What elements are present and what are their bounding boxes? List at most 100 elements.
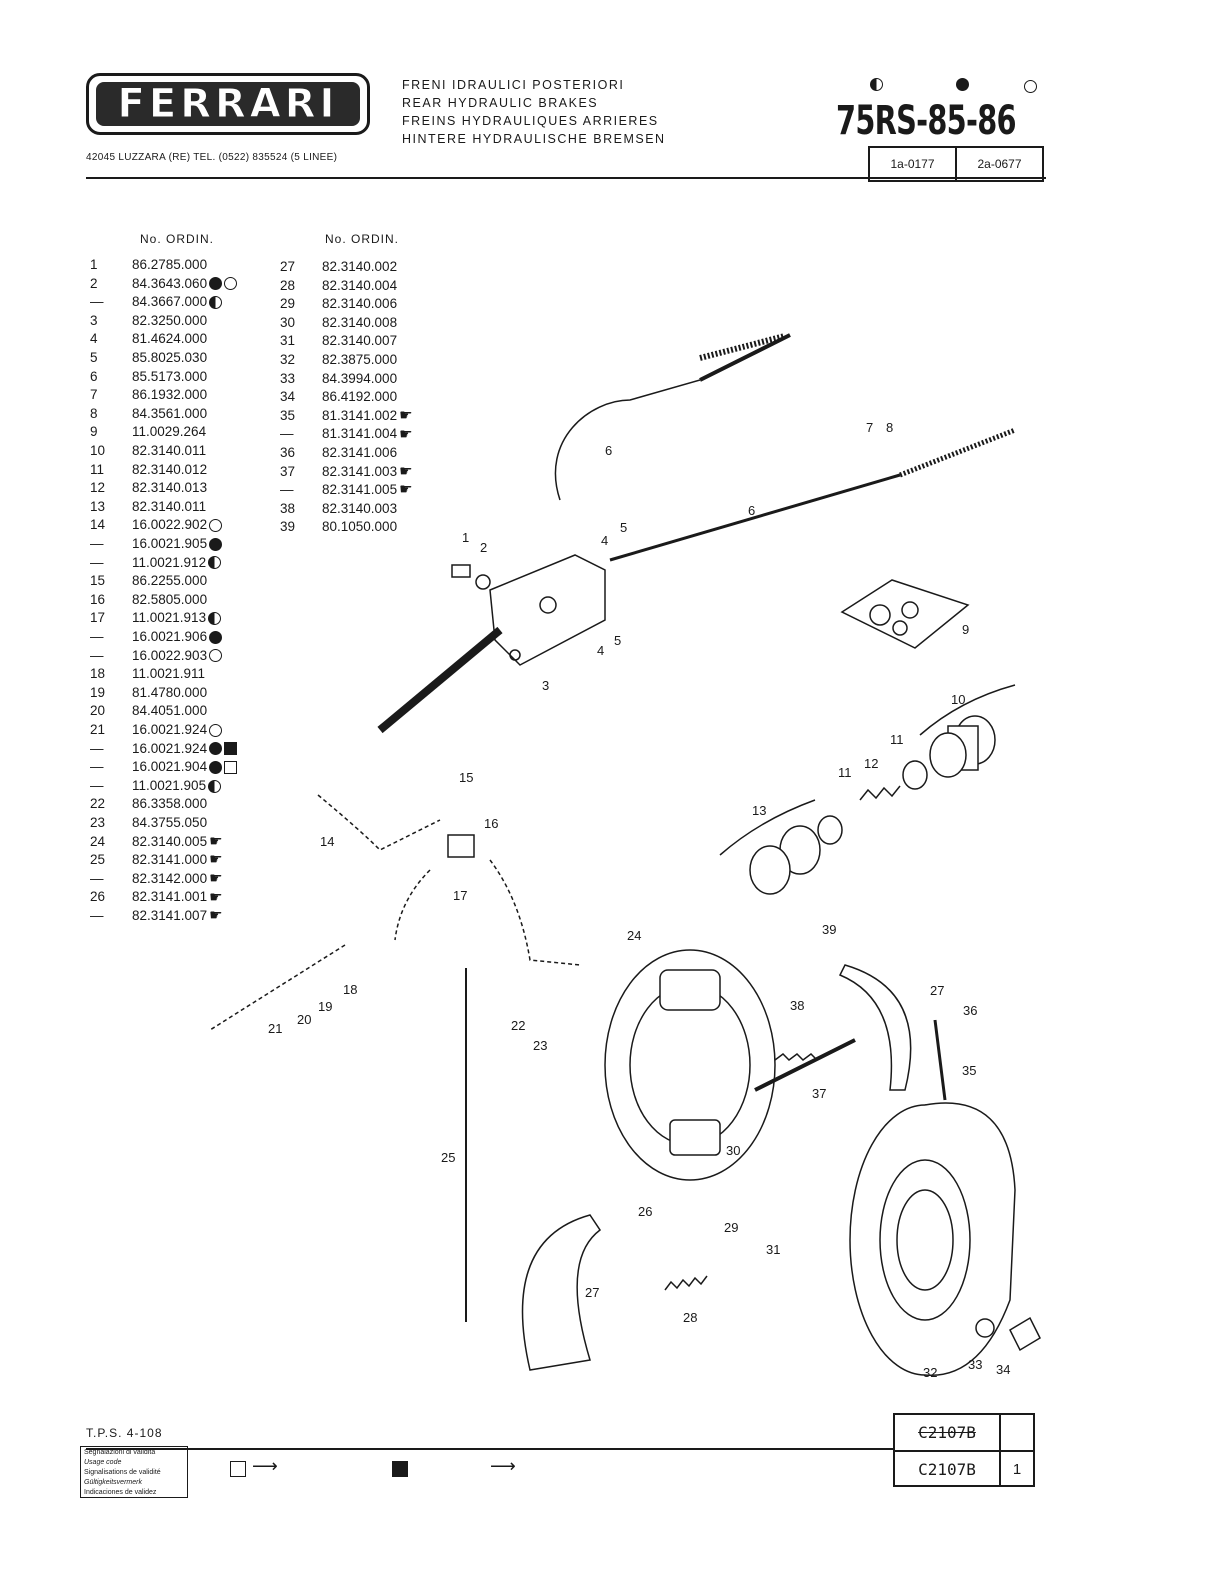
part-order-number: 82.3140.003 bbox=[322, 500, 397, 519]
empty-square-icon bbox=[224, 760, 238, 774]
part-code-text: 82.3140.011 bbox=[132, 498, 207, 514]
part-code-text: 16.0021.924 bbox=[132, 740, 208, 756]
full-circle-icon bbox=[209, 760, 223, 774]
part-code-text: 16.0021.905 bbox=[132, 536, 208, 551]
company-address: 42045 LUZZARA (RE) TEL. (0522) 835524 (5… bbox=[86, 152, 338, 163]
part-order-number: 82.5805.000 bbox=[132, 591, 207, 610]
parts-list-row: —16.0021.904 bbox=[90, 758, 238, 777]
callout-label: 21 bbox=[268, 1021, 283, 1036]
part-code-text: 85.5173.000 bbox=[132, 368, 208, 384]
part-code-text: 82.3141.000 bbox=[132, 852, 208, 868]
half-circle-icon bbox=[208, 779, 222, 793]
part-order-number: 82.3250.000 bbox=[132, 312, 207, 331]
callout-label: 18 bbox=[343, 982, 358, 997]
part-position: 8 bbox=[90, 405, 98, 421]
part-position: — bbox=[90, 908, 104, 923]
part-order-number: 82.3140.007 bbox=[322, 332, 397, 351]
part-position: 12 bbox=[90, 480, 106, 496]
header-divider bbox=[86, 177, 1046, 179]
part-code-text: 16.0021.924 bbox=[132, 722, 208, 737]
part-code-text: 86.2255.000 bbox=[132, 573, 208, 589]
part-code-text: 84.3643.060 bbox=[132, 275, 208, 291]
part-code-text: 80.1050.000 bbox=[322, 519, 398, 535]
full-circle-icon bbox=[956, 76, 969, 94]
part-order-number: 86.4192.000 bbox=[322, 388, 397, 407]
callout-label: 9 bbox=[962, 622, 970, 637]
part-position: 22 bbox=[90, 796, 106, 812]
edition-codes: 1a-0177 2a-0677 bbox=[868, 146, 1044, 182]
part-order-number: 16.0022.903 bbox=[132, 647, 223, 666]
tee-connector bbox=[447, 834, 475, 858]
part-code-text: 82.3140.008 bbox=[322, 314, 398, 330]
hand-icon: ☛ bbox=[399, 462, 413, 480]
part-position: 2 bbox=[90, 275, 98, 291]
part-code-text: 11.0021.913 bbox=[132, 610, 207, 626]
callout-label: 26 bbox=[638, 1204, 653, 1219]
half-circle-icon bbox=[209, 295, 223, 309]
callout-label: 6 bbox=[748, 503, 756, 518]
right-column-header: No. ORDIN. bbox=[325, 232, 400, 246]
part-code-text: 82.3140.006 bbox=[322, 296, 398, 312]
part-code-text: 82.3140.011 bbox=[132, 443, 207, 458]
left-column-header: No. ORDIN. bbox=[140, 232, 215, 246]
part-code-text: 82.3141.006 bbox=[322, 445, 398, 460]
part-position: 26 bbox=[90, 889, 106, 905]
part-code-text: 11.0021.911 bbox=[132, 666, 206, 682]
usage-line-3: Signalisations de validité bbox=[84, 1469, 161, 1476]
part-order-number: 82.3140.012 bbox=[132, 461, 207, 480]
part-order-number: 81.4780.000 bbox=[132, 684, 207, 703]
part-code-text: 86.2785.000 bbox=[132, 257, 208, 272]
part-position: 4 bbox=[90, 331, 98, 347]
part-position: 35 bbox=[280, 407, 296, 423]
callout-label: 34 bbox=[996, 1362, 1011, 1377]
parts-list-row: —82.3141.007☛ bbox=[90, 907, 223, 926]
callout-label: 20 bbox=[297, 1012, 312, 1027]
part-order-number: 86.2255.000 bbox=[132, 572, 207, 591]
brand-name: FERRARI bbox=[117, 81, 339, 128]
equalizer-bracket bbox=[489, 554, 606, 666]
callout-label: 38 bbox=[790, 998, 805, 1013]
callout-label: 37 bbox=[812, 1086, 827, 1101]
part-code-text: 82.3140.007 bbox=[322, 333, 398, 349]
half-circle-icon bbox=[870, 76, 883, 94]
callout-label: 19 bbox=[318, 999, 333, 1014]
old-reference: C2107B bbox=[895, 1415, 1001, 1450]
sheet-number: 1 bbox=[1012, 1461, 1022, 1478]
drawing-reference-box: C2107B C2107B 1 bbox=[893, 1413, 1035, 1487]
tps-reference: T.P.S. 4-108 bbox=[86, 1426, 163, 1440]
part-position: 13 bbox=[90, 498, 106, 514]
part-code-text: 82.3140.002 bbox=[322, 259, 398, 274]
callout-label: 13 bbox=[752, 803, 767, 818]
part-position: 18 bbox=[90, 666, 106, 682]
usage-line-5: Indicaciones de validez bbox=[84, 1489, 157, 1496]
part-code-text: 82.3141.005 bbox=[322, 482, 398, 498]
callout-label: 11 bbox=[838, 765, 852, 780]
part-position: — bbox=[90, 554, 104, 570]
callout-label: 12 bbox=[864, 756, 879, 771]
part-position: 25 bbox=[90, 852, 106, 868]
part-position: 20 bbox=[90, 703, 106, 719]
full-circle-icon bbox=[209, 742, 223, 756]
part-order-number: 86.1932.000 bbox=[132, 386, 207, 405]
part-order-number: 81.3141.004☛ bbox=[322, 425, 413, 444]
part-order-number: 82.3140.002 bbox=[322, 258, 397, 277]
part-order-number: 82.3140.013 bbox=[132, 479, 207, 498]
part-code-text: 84.4051.000 bbox=[132, 703, 208, 719]
usage-code-box: Segnalazioni di validità Usage code Sign… bbox=[80, 1446, 188, 1498]
callout-label: 39 bbox=[822, 922, 837, 937]
